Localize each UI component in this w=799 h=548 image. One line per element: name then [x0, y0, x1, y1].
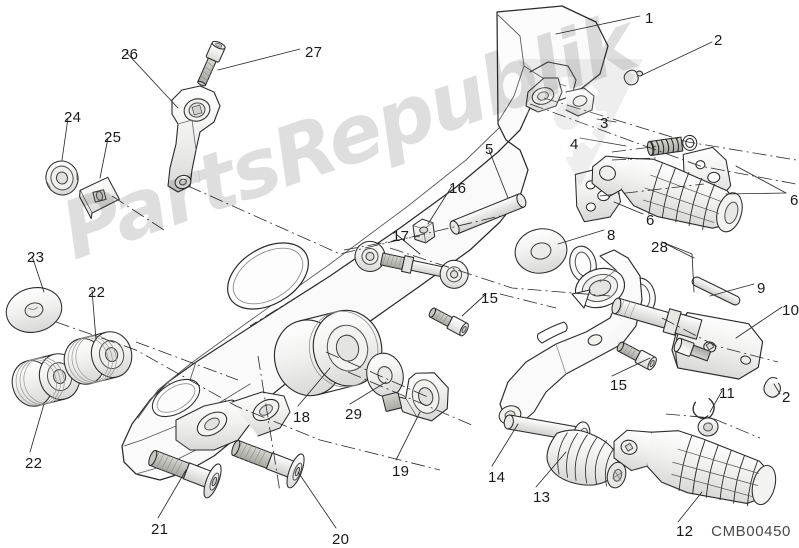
callout-number-29: 29 [345, 406, 363, 423]
callout-number-28: 28 [651, 239, 669, 256]
callout-number-3: 3 [600, 115, 609, 132]
callout-number-2: 2 [714, 32, 723, 49]
callout-number-25: 25 [104, 129, 122, 146]
callout-number-16: 16 [449, 180, 467, 197]
callout-number-8: 8 [607, 227, 616, 244]
callout-number-13: 13 [533, 489, 551, 506]
callout-number-6: 6 [646, 212, 655, 229]
callout-number-2: 2 [782, 389, 791, 406]
callout-number-6: 6 [790, 192, 799, 209]
gear-icon [517, 59, 643, 187]
callout-number-23: 23 [27, 249, 45, 266]
callout-number-12: 12 [676, 523, 694, 540]
callout-number-17: 17 [392, 228, 410, 245]
callout-number-1: 1 [645, 10, 654, 27]
callout-number-22: 22 [25, 455, 43, 472]
callout-number-22: 22 [88, 284, 106, 301]
diagram-part-number: CMB00450 [711, 523, 791, 540]
callout-number-9: 9 [757, 280, 766, 297]
callout-number-11: 11 [719, 385, 736, 402]
callout-number-15: 15 [481, 290, 499, 307]
callout-number-19: 19 [392, 463, 410, 480]
callout-number-24: 24 [64, 109, 82, 126]
callout-number-20: 20 [332, 531, 350, 548]
callout-number-18: 18 [293, 409, 311, 426]
callout-number-4: 4 [570, 136, 579, 153]
callout-number-5: 5 [485, 141, 494, 158]
callout-number-15: 15 [610, 377, 628, 394]
callout-number-10: 10 [782, 302, 799, 319]
callout-number-21: 21 [151, 521, 169, 538]
callout-number-26: 26 [121, 46, 139, 63]
callout-number-14: 14 [488, 469, 506, 486]
callout-number-27: 27 [305, 44, 323, 61]
